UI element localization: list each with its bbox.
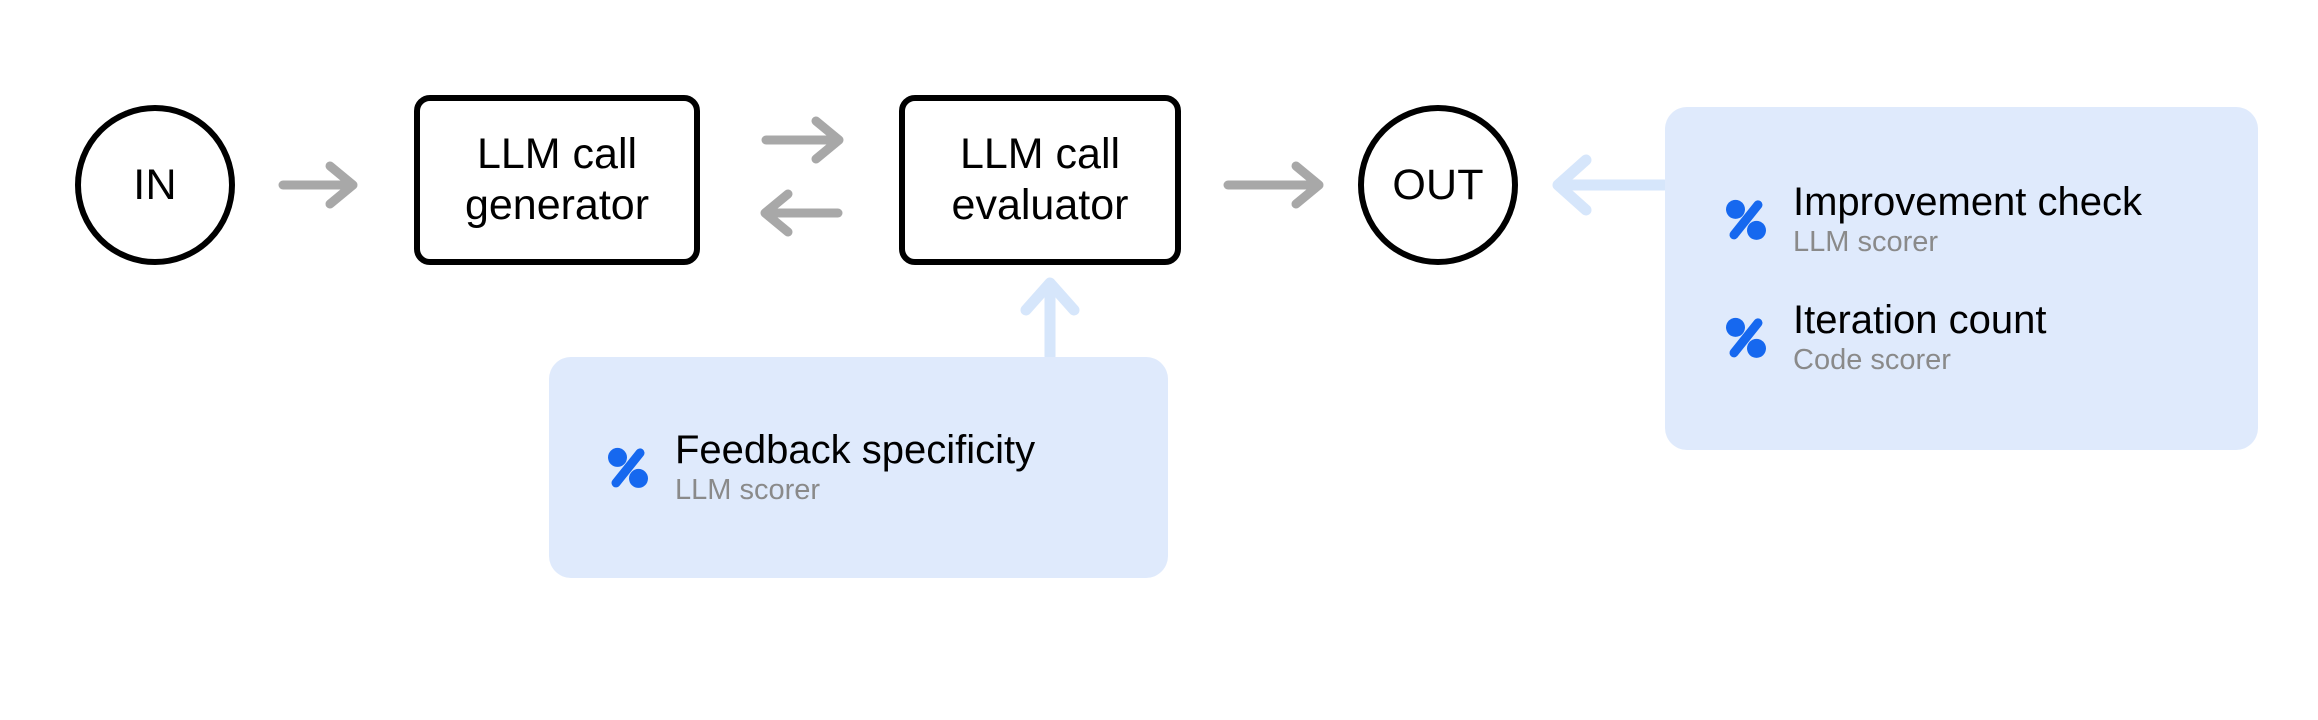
bottom-scorer-list: Feedback specificity LLM scorer xyxy=(549,427,1168,507)
arrow-in-to-generator xyxy=(278,161,358,209)
node-evaluator-label-line2: evaluator xyxy=(951,181,1129,229)
arrow-bottom-panel-to-evaluator xyxy=(1020,277,1080,362)
node-llm-call-generator[interactable]: LLM call generator xyxy=(414,95,700,265)
arrow-evaluator-to-out xyxy=(1223,161,1324,209)
node-llm-call-evaluator[interactable]: LLM call evaluator xyxy=(899,95,1181,265)
scorer-name: Improvement check xyxy=(1793,179,2143,224)
scorer-text-iteration-count: Iteration count Code scorer xyxy=(1793,298,2047,378)
scorer-item-improvement-check[interactable]: Improvement check LLM scorer xyxy=(1723,179,2258,259)
percent-scorer-icon xyxy=(1726,317,1766,358)
node-generator-label-line1: LLM call xyxy=(476,130,638,179)
arrow-evaluator-to-generator xyxy=(760,189,843,237)
scorer-kind: LLM scorer xyxy=(675,474,821,507)
node-evaluator-label-line1: LLM call xyxy=(959,130,1121,179)
scorer-kind: LLM scorer xyxy=(1793,226,1939,259)
scorer-item-iteration-count[interactable]: Iteration count Code scorer xyxy=(1723,298,2258,378)
node-input[interactable]: IN xyxy=(75,105,235,265)
node-generator-label-line2: generator xyxy=(464,181,650,229)
node-output-label: OUT xyxy=(1392,160,1484,209)
percent-scorer-icon xyxy=(1726,199,1766,240)
node-output[interactable]: OUT xyxy=(1358,105,1518,265)
scorer-kind: Code scorer xyxy=(1793,344,1951,377)
scorer-text-feedback-specificity: Feedback specificity LLM scorer xyxy=(675,427,1035,507)
scorer-name: Feedback specificity xyxy=(675,427,1036,472)
arrow-right-panel-to-out xyxy=(1552,154,1670,216)
percent-scorer-icon xyxy=(608,447,648,488)
scorer-item-feedback-specificity[interactable]: Feedback specificity LLM scorer xyxy=(605,427,1168,507)
bottom-scorer-panel[interactable]: Feedback specificity LLM scorer xyxy=(549,357,1168,578)
scorer-text-improvement-check: Improvement check LLM scorer xyxy=(1793,179,2142,259)
right-scorer-panel[interactable]: Improvement check LLM scorer Iteration c… xyxy=(1665,107,2258,450)
right-scorer-list: Improvement check LLM scorer Iteration c… xyxy=(1665,179,2258,377)
node-input-label: IN xyxy=(133,160,177,209)
scorer-name: Iteration count xyxy=(1793,297,2047,342)
arrow-generator-to-evaluator xyxy=(761,116,844,164)
